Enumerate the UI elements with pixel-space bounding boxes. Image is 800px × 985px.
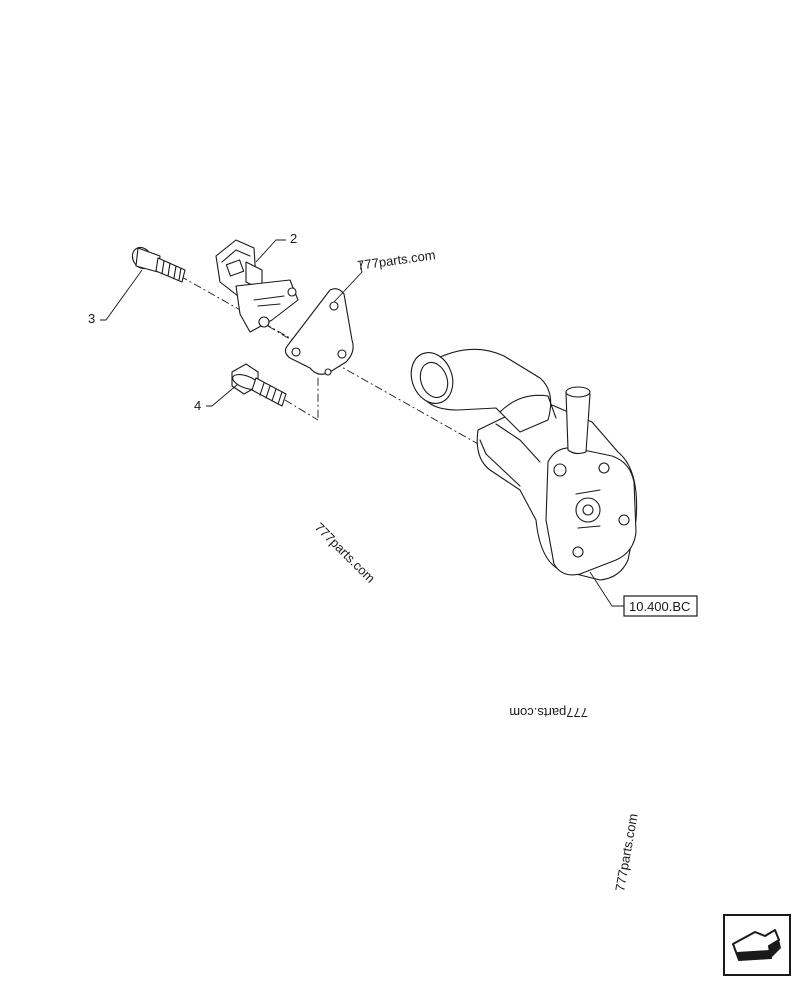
watermark-1: 777parts.com (333, 247, 436, 303)
watermark-2: 777parts.com (312, 520, 378, 586)
next-page-arrow-icon[interactable] (723, 914, 791, 976)
callout-4-label: 4 (194, 398, 201, 413)
watermark-4: 777parts.com (612, 812, 640, 892)
callout-3[interactable]: 3 (88, 269, 143, 326)
svg-text:777parts.com: 777parts.com (356, 247, 436, 273)
callout-2-label: 2 (290, 231, 297, 246)
part-2-sensor[interactable] (215, 239, 299, 333)
reference-10-400-bc[interactable]: 10.400.BC (589, 571, 698, 617)
part-3-screw[interactable] (129, 244, 186, 283)
callout-4[interactable]: 4 (194, 383, 239, 413)
watermark-3: 777parts.com (509, 705, 588, 720)
reference-box-label: 10.400.BC (629, 599, 690, 614)
callout-3-label: 3 (88, 311, 95, 326)
thermostat-housing[interactable] (404, 347, 638, 581)
gasket-plate[interactable] (284, 288, 354, 376)
part-4-bolt[interactable] (231, 363, 287, 407)
callout-2[interactable]: 2 (255, 231, 297, 263)
